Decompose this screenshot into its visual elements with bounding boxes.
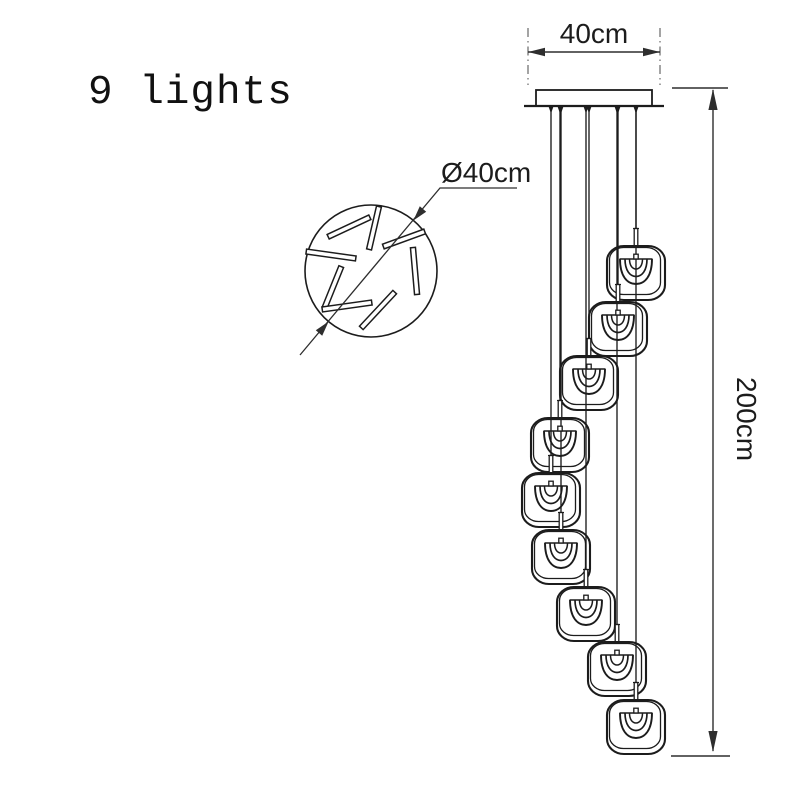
pendant-rod-top-view [358, 289, 398, 331]
cable-connector [633, 107, 639, 114]
drop-height-dimension-label: 200cm [731, 376, 762, 462]
pendant-light-9 [605, 681, 667, 756]
bulb-holder [614, 649, 620, 656]
pendant-light-7 [555, 568, 617, 643]
pendant-rod-top-view [305, 248, 357, 262]
pendant-light-5 [520, 454, 582, 529]
pendant-rod-top-view [381, 228, 427, 250]
diffuser-bowl-inner [609, 654, 625, 666]
pendant-rod-top-view [321, 264, 345, 310]
inner-glass-contour [589, 642, 643, 692]
canopy-plate [535, 89, 653, 107]
bulb-holder [558, 537, 564, 544]
socket-stem [586, 337, 592, 358]
diffuser-bowl-inner [578, 599, 594, 611]
bulb-holder [548, 480, 554, 487]
socket-stem [633, 227, 639, 248]
inner-glass-contour [590, 302, 644, 352]
diffuser-bowl-middle [606, 314, 630, 334]
diameter-leader-line [299, 187, 517, 356]
outer-glass-shade [520, 471, 582, 529]
diffuser-bowl-middle [624, 258, 648, 278]
socket-stem [557, 399, 563, 420]
outer-glass-shade [558, 354, 620, 412]
light-count-label: 9 lights [88, 70, 293, 116]
diffuser-bowl-middle [577, 368, 601, 388]
bulb-holder [557, 425, 563, 432]
socket-stem [548, 454, 554, 475]
inner-glass-contour [532, 418, 586, 468]
socket-stem [633, 681, 639, 702]
drop-height-dimension [671, 87, 730, 757]
bulb-holder [586, 363, 592, 370]
pendant-light-8 [586, 623, 648, 698]
cable-connector [583, 107, 589, 114]
pendant-light-4 [529, 399, 591, 474]
inner-glass-contour [561, 356, 615, 406]
inner-glass-contour [608, 246, 662, 296]
diffuser-bowl-outer [543, 430, 577, 457]
diffuser-bowl-outer [569, 599, 603, 626]
pendant-rod-top-view [409, 246, 421, 296]
diffuser-bowl-inner [553, 542, 569, 554]
diffuser-bowl-outer [619, 712, 653, 739]
diffuser-bowl-middle [539, 485, 563, 505]
diffuser-bowl-inner [628, 712, 644, 724]
diffuser-bowl-inner [581, 368, 597, 380]
outer-glass-shade [586, 640, 648, 698]
canopy-diameter-dimension-label: Ø40cm [441, 157, 532, 188]
outer-glass-shade [605, 698, 667, 756]
inner-glass-contour [533, 530, 587, 580]
pendant-rod-top-view [321, 299, 373, 313]
socket-stem [614, 623, 620, 644]
pendant-light-1 [605, 227, 667, 302]
diffuser-bowl-inner [543, 485, 559, 497]
pendant-light-3 [558, 337, 620, 412]
diffuser-bowl-middle [605, 654, 629, 674]
pendant-light-2 [587, 283, 649, 358]
diffuser-bowl-outer [601, 314, 635, 341]
cable-connector [586, 107, 592, 114]
cable-connector [548, 107, 554, 114]
cable-connector [558, 107, 564, 114]
ceiling-canopy [524, 89, 664, 108]
diffuser-bowl-outer [600, 654, 634, 681]
canopy-top-view-detail [299, 187, 517, 356]
bulb-holder [615, 309, 621, 316]
bulb-holder [633, 707, 639, 714]
diffuser-bowl-middle [574, 599, 598, 619]
diffuser-bowl-inner [628, 258, 644, 270]
diffuser-bowl-inner [610, 314, 626, 326]
diffuser-bowl-outer [544, 542, 578, 569]
socket-stem [583, 568, 589, 589]
pendant-light-6 [530, 511, 592, 586]
pendant-rod-top-view [326, 214, 372, 240]
diffuser-bowl-outer [534, 485, 568, 512]
inner-glass-contour [608, 700, 662, 750]
bulb-holder [583, 594, 589, 601]
canopy-width-dimension-label: 40cm [559, 18, 629, 49]
diffuser-bowl-inner [552, 430, 568, 442]
outer-glass-shade [587, 300, 649, 358]
outer-glass-shade [530, 528, 592, 586]
socket-stem [615, 283, 621, 304]
inner-glass-contour [523, 473, 577, 523]
diffuser-bowl-outer [619, 258, 653, 285]
diffuser-bowl-middle [624, 712, 648, 732]
diffuser-bowl-middle [549, 542, 573, 562]
socket-stem [558, 511, 564, 532]
cable-connector [614, 107, 620, 114]
diffuser-bowl-middle [548, 430, 572, 450]
inner-glass-contour [558, 587, 612, 637]
canopy-width-dimension [527, 28, 661, 85]
outer-glass-shade [555, 585, 617, 643]
pendant-rod-top-view [365, 205, 383, 251]
bulb-holder [633, 253, 639, 260]
diffuser-bowl-outer [572, 368, 606, 395]
outer-glass-shade [605, 244, 667, 302]
